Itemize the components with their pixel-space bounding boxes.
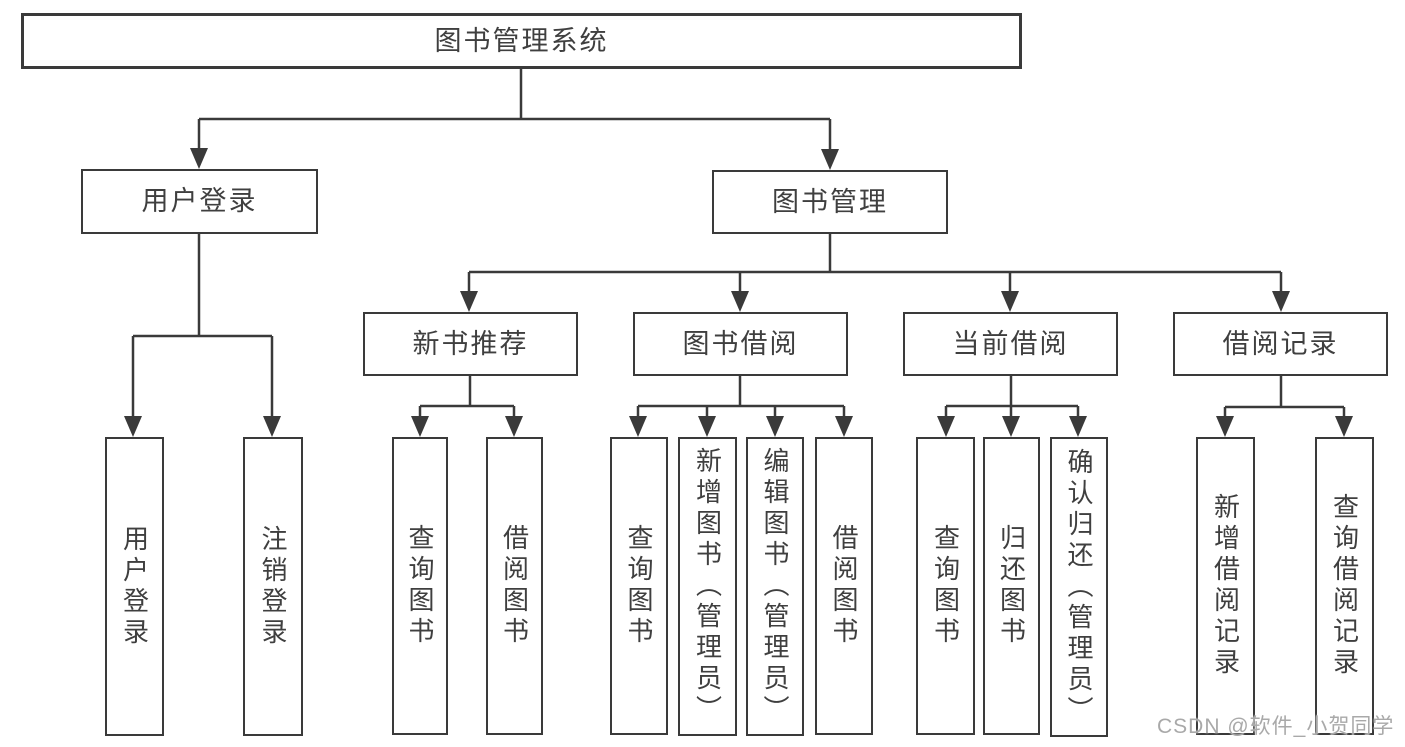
watermark: CSDN @软件_小贺同学 bbox=[1157, 715, 1395, 738]
node-bb-query-books: 查询图书 bbox=[610, 437, 668, 735]
arrowhead-cb-query bbox=[937, 416, 955, 437]
arrowhead-borrow-records bbox=[1272, 291, 1290, 312]
node-book-borrow: 图书借阅 bbox=[633, 312, 848, 376]
arrowhead-cb-confirm bbox=[1069, 416, 1087, 437]
connector-book-mgmt-branch bbox=[467, 234, 1283, 294]
arrowhead-book-borrow bbox=[731, 291, 749, 312]
connector-current-borrow-branch bbox=[944, 376, 1080, 419]
arrowhead-cb-return bbox=[1002, 416, 1020, 437]
arrowhead-current-borrow bbox=[1001, 291, 1019, 312]
node-user-login: 用户登录 bbox=[81, 169, 318, 234]
node-nbr-borrow-books: 借阅图书 bbox=[486, 437, 543, 735]
node-br-query-record: 查询借阅记录 bbox=[1315, 437, 1374, 735]
node-br-add-record: 新增借阅记录 bbox=[1196, 437, 1255, 735]
node-login: 用户登录 bbox=[105, 437, 164, 736]
connector-borrow-records-branch bbox=[1223, 376, 1346, 419]
arrowhead-bb-add bbox=[698, 416, 716, 437]
node-current-borrow: 当前借阅 bbox=[903, 312, 1118, 376]
node-bb-add-books: 新增图书（管理员） bbox=[678, 437, 737, 736]
connector-root-branch bbox=[197, 68, 832, 151]
node-bb-edit-books: 编辑图书（管理员） bbox=[746, 437, 804, 736]
arrowhead-br-query bbox=[1335, 416, 1353, 437]
arrowhead-bb-edit bbox=[766, 416, 784, 437]
node-cb-return-books: 归还图书 bbox=[983, 437, 1040, 735]
node-root: 图书管理系统 bbox=[21, 13, 1022, 69]
node-book-mgmt: 图书管理 bbox=[712, 170, 948, 234]
node-new-book-rec: 新书推荐 bbox=[363, 312, 578, 376]
node-borrow-records: 借阅记录 bbox=[1173, 312, 1388, 376]
node-bb-borrow-books: 借阅图书 bbox=[815, 437, 873, 735]
arrowhead-br-add bbox=[1216, 416, 1234, 437]
arrowhead-nbr-query bbox=[411, 416, 429, 437]
arrowhead-nbr-borrow bbox=[505, 416, 523, 437]
arrowhead-user-login bbox=[190, 148, 208, 169]
arrowhead-logout bbox=[263, 416, 281, 437]
connector-user-login-branch bbox=[131, 234, 274, 418]
node-logout: 注销登录 bbox=[243, 437, 303, 736]
arrowhead-book-mgmt bbox=[821, 149, 839, 170]
connector-new-book-rec-branch bbox=[418, 376, 516, 419]
connector-book-borrow-branch bbox=[636, 376, 846, 419]
node-cb-confirm-return: 确认归还（管理员） bbox=[1050, 437, 1108, 737]
arrowhead-bb-borrow bbox=[835, 416, 853, 437]
node-nbr-query-books: 查询图书 bbox=[392, 437, 448, 735]
arrowhead-login bbox=[124, 416, 142, 437]
node-cb-query-books: 查询图书 bbox=[916, 437, 975, 735]
arrowhead-new-book-rec bbox=[460, 291, 478, 312]
arrowhead-bb-query bbox=[629, 416, 647, 437]
